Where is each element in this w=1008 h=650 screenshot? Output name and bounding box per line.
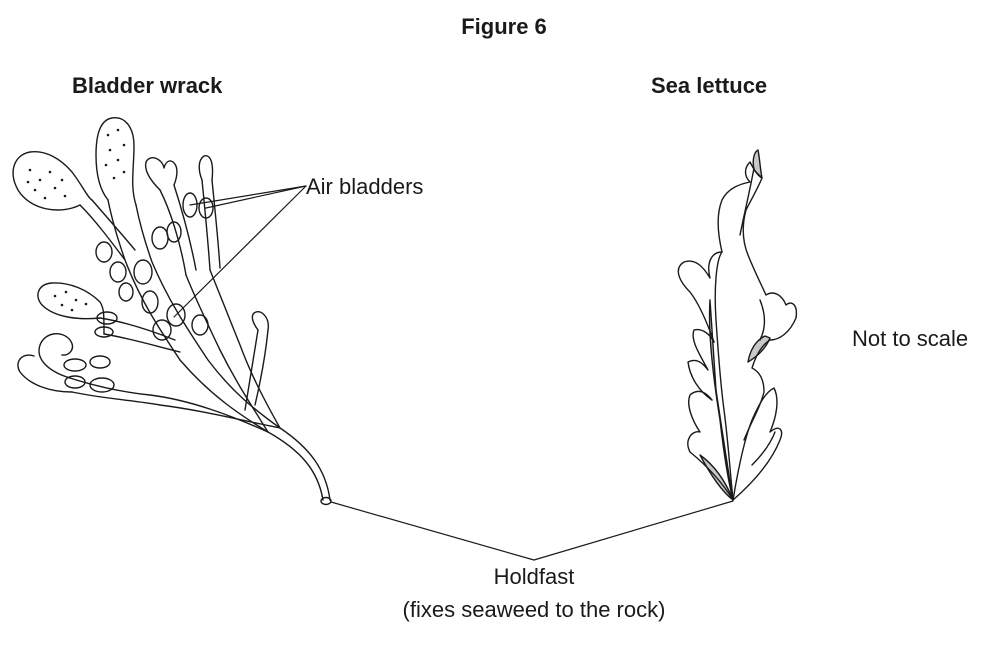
holdfast-pointers [331,501,733,560]
air-bladders-pointers [174,186,306,317]
bladder-wrack-holdfast [321,498,331,505]
sea-lettuce-drawing [678,150,796,500]
bladder-wrack-drawing [13,118,331,505]
receptacle-dots [27,129,126,312]
bladder-wrack-stems [18,180,330,500]
frond-tip [146,158,177,190]
frond-tip [199,156,212,180]
receptacles [13,118,136,334]
